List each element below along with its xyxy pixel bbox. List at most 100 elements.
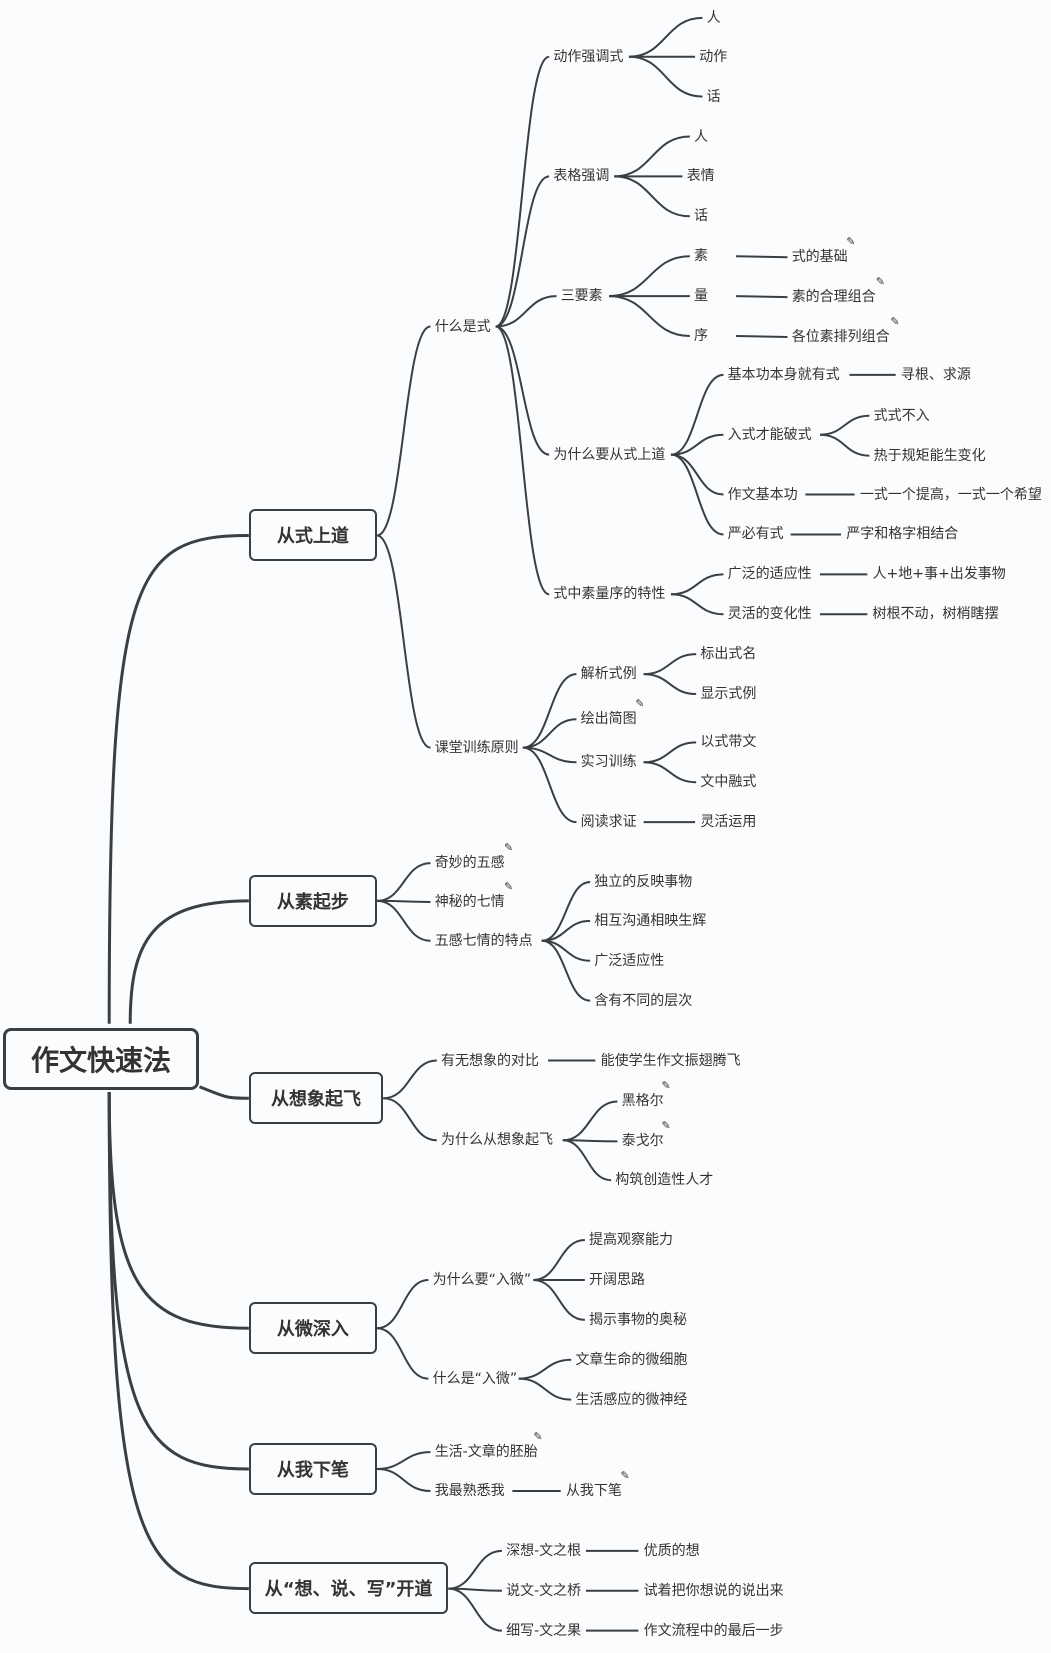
topic-shixi[interactable]: 实习训练 bbox=[580, 754, 637, 771]
topic-biaoge[interactable]: 表格强调 bbox=[553, 168, 610, 185]
topic-wozuishu[interactable]: 我最熟悉我 bbox=[434, 1483, 505, 1499]
topic-xianshi[interactable]: 显示式例 bbox=[700, 686, 757, 703]
topic-zuowenliu[interactable]: 作文流程中的最后一步 bbox=[643, 1622, 784, 1639]
topic-linghuo[interactable]: 灵活的变化性 bbox=[727, 606, 812, 623]
topic-yanzi[interactable]: 严字和格字相结合 bbox=[846, 526, 959, 543]
topic-jibengong[interactable]: 基本功本身就有式 bbox=[727, 366, 840, 383]
topic-shishiburu[interactable]: 式式不入 bbox=[873, 407, 930, 424]
topic-shizhe[interactable]: 试着把你想说的说出来 bbox=[643, 1582, 784, 1599]
connector bbox=[670, 373, 724, 456]
connector bbox=[820, 433, 870, 457]
topic-weishenme[interactable]: 为什么要从式上道 bbox=[553, 446, 666, 463]
topic-xixie[interactable]: 细写-文之果 bbox=[506, 1622, 582, 1639]
topic-weishenmerw[interactable]: 为什么要“入微” bbox=[432, 1271, 532, 1288]
topic-guangfan[interactable]: 广泛的适应性 bbox=[727, 566, 812, 583]
topic-shenxiang[interactable]: 深想-文之根 bbox=[506, 1542, 582, 1559]
topic-youwu[interactable]: 有无想象的对比 bbox=[441, 1052, 539, 1069]
topic-heigeer[interactable]: 黑格尔 bbox=[621, 1093, 664, 1110]
main-branch[interactable]: 从式上道 bbox=[248, 509, 377, 562]
topic-shenmerw[interactable]: 什么是“入微” bbox=[432, 1370, 518, 1387]
topic-liang_d[interactable]: 素的合理组合 bbox=[791, 289, 876, 306]
topic-yishi[interactable]: 一式一个提高，一式一个希望 bbox=[859, 486, 1042, 503]
topic-liang[interactable]: 量 bbox=[694, 288, 709, 305]
connector bbox=[670, 433, 724, 456]
pencil-icon: ✎ bbox=[620, 1469, 630, 1482]
topic-rushi[interactable]: 入式才能破式 bbox=[727, 426, 812, 443]
topic-su[interactable]: 素 bbox=[694, 248, 709, 265]
topic-sanyaosu[interactable]: 三要素 bbox=[560, 288, 603, 305]
topic-duli[interactable]: 独立的反映事物 bbox=[594, 874, 693, 890]
topic-shugen[interactable]: 树根不动，树梢瞎摆 bbox=[872, 606, 999, 623]
topic-guangfanshi[interactable]: 广泛适应性 bbox=[594, 952, 665, 969]
topic-shenghuowz[interactable]: 生活-文章的胚胎 bbox=[434, 1444, 538, 1461]
pencil-icon: ✎ bbox=[533, 1430, 543, 1444]
topic-yuedu[interactable]: 阅读求证 bbox=[580, 814, 637, 831]
topic-tigao[interactable]: 提高观察能力 bbox=[589, 1232, 674, 1249]
topic-bg_ren[interactable]: 人 bbox=[694, 128, 709, 145]
topic-dongzuo[interactable]: 动作强调式 bbox=[553, 48, 624, 65]
topic-wenzhang[interactable]: 文章生命的微细胞 bbox=[575, 1351, 688, 1368]
connector bbox=[376, 1327, 429, 1380]
topic-xu_d[interactable]: 各位素排列组合 bbox=[791, 329, 890, 346]
topic-hanyou[interactable]: 含有不同的层次 bbox=[594, 992, 693, 1009]
topic-dz_hua[interactable]: 话 bbox=[706, 88, 721, 105]
connector bbox=[495, 175, 550, 328]
topic-linghuoyy[interactable]: 灵活运用 bbox=[700, 814, 757, 831]
topic-xungen[interactable]: 寻根、求源 bbox=[900, 366, 971, 383]
topic-yanbi[interactable]: 严必有式 bbox=[727, 526, 784, 543]
topic-texing[interactable]: 式中素量序的特性 bbox=[553, 586, 666, 603]
topic-wenzhong[interactable]: 文中融式 bbox=[700, 774, 757, 791]
topic-ketang[interactable]: 课堂训练原则 bbox=[434, 739, 519, 756]
topic-shenmi[interactable]: 神秘的七情 bbox=[434, 893, 505, 910]
connector bbox=[107, 534, 249, 1024]
topic-shenghuo[interactable]: 生活感应的微神经 bbox=[575, 1391, 688, 1408]
main-branch[interactable]: 从想象起飞 bbox=[248, 1072, 384, 1125]
connector bbox=[198, 1085, 249, 1100]
topic-tedian[interactable]: 五感七情的特点 bbox=[434, 932, 533, 949]
topic-kaikuo[interactable]: 开阔思路 bbox=[589, 1271, 646, 1288]
topic-jieshi[interactable]: 揭示事物的奥秘 bbox=[589, 1311, 688, 1328]
topic-shenmeshishi[interactable]: 什么是式 bbox=[434, 318, 491, 335]
topic-xu[interactable]: 序 bbox=[694, 328, 709, 344]
connector bbox=[643, 761, 697, 784]
topic-taigeer[interactable]: 泰戈尔 bbox=[621, 1133, 664, 1150]
topic-bg_biaoqing[interactable]: 表情 bbox=[686, 168, 715, 185]
topic-dz_ren[interactable]: 人 bbox=[706, 9, 721, 26]
topic-weishenmexx[interactable]: 为什么从想象起飞 bbox=[441, 1132, 553, 1149]
connector bbox=[518, 1358, 572, 1380]
connector bbox=[376, 1278, 429, 1330]
topic-xianghu[interactable]: 相互沟通相映生辉 bbox=[594, 912, 707, 929]
topic-goujian[interactable]: 构筑创造性人才 bbox=[615, 1172, 714, 1189]
topic-shuowen[interactable]: 说文-文之桥 bbox=[506, 1582, 582, 1599]
topic-su_d[interactable]: 式的基础 bbox=[791, 249, 848, 266]
connector bbox=[376, 862, 431, 902]
main-branch[interactable]: 从素起步 bbox=[248, 874, 377, 927]
topic-reyu[interactable]: 热于规矩能生变化 bbox=[873, 447, 986, 464]
topic-biaochu[interactable]: 标出式名 bbox=[700, 646, 757, 663]
connector bbox=[518, 1377, 572, 1401]
main-branch[interactable]: 从“想、说、写”开道 bbox=[248, 1562, 449, 1615]
topic-yishidai[interactable]: 以式带文 bbox=[700, 734, 757, 751]
main-branch[interactable]: 从微深入 bbox=[248, 1302, 377, 1354]
topic-youzhi[interactable]: 优质的想 bbox=[643, 1542, 700, 1559]
topic-bg_hua[interactable]: 话 bbox=[694, 208, 709, 225]
connector bbox=[107, 1091, 249, 1471]
pencil-icon: ✎ bbox=[504, 879, 514, 893]
pencil-icon: ✎ bbox=[890, 315, 900, 329]
connector bbox=[128, 899, 249, 1024]
topic-qimiao[interactable]: 奇妙的五感 bbox=[434, 855, 505, 872]
main-branch[interactable]: 从我下笔 bbox=[248, 1442, 377, 1495]
topic-zuowen[interactable]: 作文基本功 bbox=[727, 486, 798, 503]
topic-jiexi[interactable]: 解析式例 bbox=[580, 666, 637, 683]
topic-huichu[interactable]: 绘出简图 bbox=[580, 711, 637, 728]
pencil-icon: ✎ bbox=[504, 841, 514, 855]
topic-dz_dongzuo[interactable]: 动作 bbox=[699, 48, 728, 65]
topic-renbi[interactable]: 人+地+事+出发事物 bbox=[872, 566, 1006, 583]
connector bbox=[736, 295, 788, 299]
connector bbox=[495, 325, 550, 596]
topic-congwo[interactable]: 从我下笔 bbox=[565, 1483, 622, 1499]
connector bbox=[522, 718, 577, 749]
topic-nengshi[interactable]: 能使学生作文振翅腾飞 bbox=[600, 1052, 741, 1069]
root-topic[interactable]: 作文快速法 bbox=[3, 1028, 199, 1090]
